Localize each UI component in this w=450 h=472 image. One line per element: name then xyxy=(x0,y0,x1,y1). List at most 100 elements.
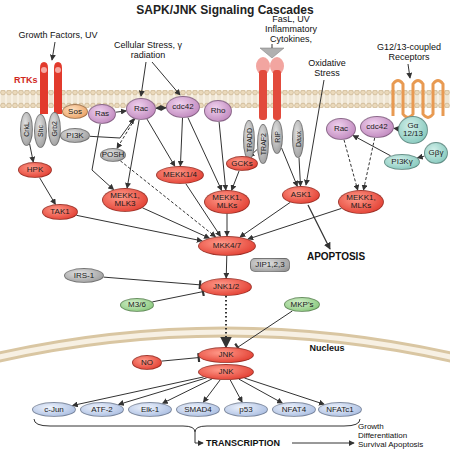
annotation-label: FasL, UV Inflammatory Cytokines, xyxy=(258,14,324,44)
kinase-oval: JNK xyxy=(198,364,254,380)
transcription-factor-oval: p53 xyxy=(224,402,268,417)
receptor-domain xyxy=(41,67,47,73)
node-label: TAK1 xyxy=(50,208,69,216)
signal-arrow xyxy=(73,377,204,406)
annotation-label: Growth Differentiation Survival Apoptosi… xyxy=(358,422,428,449)
node-label: cdc42 xyxy=(172,103,193,111)
stimulus-arrow xyxy=(141,62,146,96)
kinase-oval: MKK4/7 xyxy=(198,236,256,256)
node-label: Rho xyxy=(211,107,226,115)
diagram-title: SAPK/JNK Signaling Cascades xyxy=(0,3,450,17)
inhibition-line xyxy=(162,358,200,362)
ligand-symbol xyxy=(260,48,284,58)
receptor-chain xyxy=(54,62,62,114)
node-label: M3/6 xyxy=(128,301,146,309)
annotation-label: Cellular Stress, γ radiation xyxy=(112,40,184,60)
node-label: Gβγ xyxy=(429,149,444,157)
stimulus-arrow xyxy=(408,64,410,78)
transcription-factor-oval: ATF-2 xyxy=(80,402,124,417)
inhibition-line xyxy=(152,292,203,302)
g-protein-circle: Gα 12/13 xyxy=(398,116,428,144)
phosphatase-oval: M3/6 xyxy=(120,298,154,312)
node-label: Rac xyxy=(334,125,348,133)
node-label: MEKK1, MLKs xyxy=(339,194,383,210)
kinase-oval: GCKs xyxy=(226,156,258,171)
inhibition-line xyxy=(237,311,292,348)
node-label: Grb2 xyxy=(51,121,58,137)
signal-arrow xyxy=(344,140,358,190)
receptor-chain xyxy=(40,62,48,114)
gtpase-circle: cdc42 xyxy=(360,116,394,138)
node-label: JNK xyxy=(218,351,233,359)
node-label: GCKs xyxy=(231,160,252,168)
signal-arrow xyxy=(119,378,207,405)
receptor-domain xyxy=(55,67,61,73)
node-label: Ras xyxy=(95,110,109,118)
signal-arrow xyxy=(180,118,182,166)
rtk-receptor-symbol xyxy=(14,60,70,114)
g-protein-circle: Gβγ xyxy=(424,142,448,164)
signal-arrow xyxy=(230,380,242,402)
adaptor-oval: PI3K xyxy=(60,128,90,143)
transcription-arrow xyxy=(195,432,203,443)
annotation-label: Nucleus xyxy=(300,343,354,353)
adaptor-oval: TRAF2 xyxy=(257,124,269,164)
node-label: Gα 12/13 xyxy=(399,122,427,138)
node-label: TRADD xyxy=(246,128,253,152)
adaptor-oval: Daxx xyxy=(292,120,304,158)
phosphatase-oval: MKP's xyxy=(284,297,320,312)
signal-arrow xyxy=(353,136,391,156)
kinase-oval: JNK1/2 xyxy=(200,278,252,296)
node-label: NFAT4 xyxy=(282,406,306,414)
gtpase-circle: cdc42 xyxy=(166,96,200,118)
node-label: MEKK1, MLK3 xyxy=(103,192,147,208)
adaptor-oval: RIP xyxy=(271,120,283,154)
node-label: SMAD4 xyxy=(184,406,212,414)
receptor-chain xyxy=(259,70,267,120)
transcription-factor-oval: SMAD4 xyxy=(176,402,220,417)
gtpase-circle: Rac xyxy=(326,118,356,140)
node-label: cdc42 xyxy=(366,123,387,131)
kinase-oval: MEKK1, MLKs xyxy=(204,190,250,214)
receptor-chain xyxy=(273,70,281,120)
node-label: JNK xyxy=(218,368,233,376)
signal-arrow xyxy=(116,111,126,112)
kinase-oval: HPK xyxy=(18,162,52,178)
signal-arrow xyxy=(299,158,301,186)
scaffold-box: JIP1,2,3 xyxy=(250,258,290,272)
receptor-node: RTKs xyxy=(14,60,70,114)
kinase-oval: MEKK1, MLK3 xyxy=(102,188,148,212)
kinase-oval: MEKK1, MLKs xyxy=(338,190,384,214)
stimulus-arrow xyxy=(52,42,55,60)
node-label: NFATc1 xyxy=(326,406,353,414)
node-label: MEKK1/4 xyxy=(163,171,197,179)
adaptor-oval: POSH xyxy=(100,148,126,162)
adaptor-oval: Grb2 xyxy=(48,112,61,146)
annotation-label: Oxidative Stress xyxy=(302,58,352,78)
node-label: PI3Kγ xyxy=(391,158,412,166)
stimulus-line xyxy=(272,44,273,48)
signal-arrow xyxy=(40,178,56,205)
annotation-label: Growth Factors, UV xyxy=(8,30,108,40)
node-label: JNK1/2 xyxy=(213,283,239,291)
node-label: MEKK1, MLKs xyxy=(205,194,249,210)
node-label: Shc xyxy=(37,125,44,137)
signal-arrow xyxy=(248,208,342,239)
node-label: ATF-2 xyxy=(91,406,113,414)
node-label: JIP1,2,3 xyxy=(255,261,284,269)
signal-arrow xyxy=(117,119,135,148)
kinase-oval: TAK1 xyxy=(42,204,78,220)
transcription-factor-oval: c-Jun xyxy=(32,402,76,417)
signal-arrow xyxy=(219,122,226,190)
adaptor-oval: IRS-1 xyxy=(64,268,104,283)
stimulus-arrow xyxy=(152,62,180,95)
kinase-oval: MEKK1/4 xyxy=(156,166,204,184)
signal-arrow xyxy=(225,296,227,347)
g-protein-circle: PI3Kγ xyxy=(384,154,420,170)
signal-arrow xyxy=(147,119,175,166)
fas-receptor xyxy=(256,48,284,120)
stimulus-arrow xyxy=(306,80,324,185)
adaptor-oval: TRADD xyxy=(243,120,255,160)
signal-arrow xyxy=(76,215,202,241)
signal-arrow xyxy=(244,378,324,404)
